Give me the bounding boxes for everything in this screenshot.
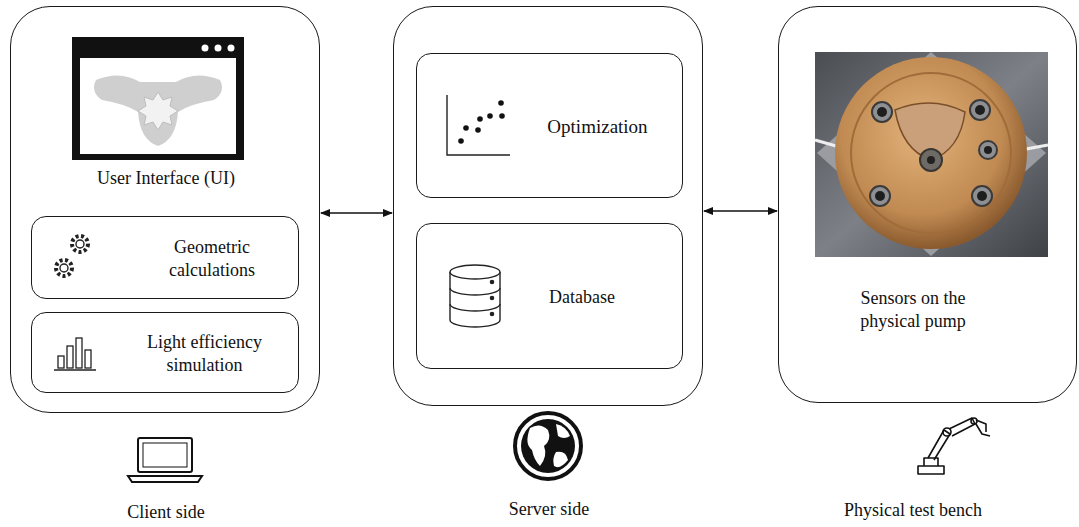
node-label: User Interface (UI) — [46, 167, 286, 190]
process-box: Light efficiency simulation — [31, 312, 299, 393]
scatter-plot-icon — [447, 95, 510, 155]
laptop-icon-part — [128, 476, 202, 482]
client-panel: User Interface (UI)Client sideGeometric … — [10, 6, 320, 413]
pump-photo-part-part — [972, 186, 992, 206]
node-label: Geometric calculations — [142, 236, 282, 281]
database-icon — [450, 265, 500, 327]
robot-arm-icon-part — [924, 458, 938, 466]
gears-icon-part — [56, 260, 72, 276]
laptop-icon-part — [143, 443, 187, 467]
robot-arm-icon — [918, 418, 990, 474]
pump-photo-part-part — [984, 146, 992, 154]
database-icon-part — [490, 280, 493, 283]
browser-window-icon-part — [72, 37, 244, 160]
node-label: Optimization — [520, 115, 675, 139]
double-arrow — [321, 212, 392, 214]
database-icon-part — [450, 265, 500, 279]
globe-icon-part — [556, 424, 570, 438]
database-icon-part — [450, 304, 500, 311]
laptop-icon-part — [138, 438, 192, 472]
node-heading: Client side — [91, 501, 241, 524]
pump-photo-part-part — [975, 105, 985, 115]
database-icon-part — [490, 312, 493, 315]
browser-window-icon-part — [202, 45, 209, 52]
pump-photo-part — [875, 105, 992, 201]
gears-icon-part — [72, 236, 88, 252]
browser-window-icon-part — [80, 58, 236, 154]
scatter-plot-icon-part — [498, 100, 504, 106]
browser-window-icon-part — [94, 75, 222, 146]
pump-photo-part-part — [970, 100, 990, 120]
globe-icon-part — [521, 419, 575, 473]
browser-window-icon-part — [215, 45, 222, 52]
pump-photo-part-part — [870, 186, 890, 206]
scatter-plot-icon-part — [463, 125, 469, 131]
globe-icon-part — [553, 452, 568, 467]
globe-icon-part — [527, 425, 549, 466]
laptop-icon — [128, 438, 202, 482]
robot-arm-icon-part — [971, 418, 977, 424]
pump-photo-part — [920, 149, 942, 171]
pump-photo-part — [927, 156, 935, 164]
database-icon-part — [490, 296, 493, 299]
globe-icon — [515, 413, 581, 479]
scatter-plot-icon-part — [458, 138, 464, 144]
pump-photo — [815, 52, 1048, 257]
test-bench-panel: Sensors on the physical pumpPhysical tes… — [778, 6, 1077, 403]
bar-chart-icon-part — [54, 369, 96, 370]
node-label: Sensors on the physical pump — [838, 287, 988, 332]
pump-photo-part — [835, 57, 1027, 249]
database-icon-part — [450, 272, 500, 327]
node-label: Server side — [474, 498, 624, 521]
globe-icon-part — [515, 413, 581, 479]
pump-photo-part-part — [979, 141, 997, 159]
browser-window-icon-part — [228, 45, 235, 52]
browser-window-icon — [72, 37, 244, 160]
bar-chart-icon-part — [67, 346, 73, 368]
gears-icon-part — [60, 264, 68, 272]
robot-arm-icon-part — [918, 466, 944, 474]
scatter-plot-icon-part — [477, 116, 483, 122]
pump-photo-part — [851, 73, 1011, 233]
gears-icon — [56, 236, 88, 276]
node-heading: Physical test bench — [813, 499, 1013, 522]
bar-chart-icon — [54, 338, 96, 370]
pump-photo-part-part — [872, 102, 892, 122]
pump-photo-part-part — [877, 107, 887, 117]
scatter-plot-icon-part — [475, 127, 481, 133]
gears-icon-part — [76, 240, 84, 248]
node-label: Light efficiency simulation — [127, 331, 282, 376]
pump-photo-part-part — [875, 191, 885, 201]
storage-box: Database — [416, 223, 683, 369]
scatter-plot-icon-part — [499, 113, 505, 119]
pump-photo-part-part — [977, 191, 987, 201]
pump-photo-part — [870, 100, 997, 206]
process-box: Geometric calculations — [31, 216, 299, 299]
node-label: Database — [512, 286, 652, 309]
database-icon-part — [450, 288, 500, 295]
bar-chart-icon-part — [58, 356, 64, 368]
scatter-plot-icon-part — [487, 113, 493, 119]
server-panel: Server sideOptimizationDatabase — [393, 6, 703, 406]
robot-arm-icon-part — [928, 430, 950, 460]
double-arrow — [704, 210, 777, 212]
pump-photo-part — [815, 52, 1048, 257]
robot-arm-icon-part — [976, 420, 990, 436]
bar-chart-icon-part — [85, 350, 91, 368]
bar-chart-icon-part — [76, 338, 82, 368]
pump-photo-part — [817, 52, 1046, 256]
process-box: Optimization — [416, 53, 683, 198]
browser-window-icon-part — [138, 92, 178, 130]
scatter-plot-icon-part — [447, 95, 510, 155]
